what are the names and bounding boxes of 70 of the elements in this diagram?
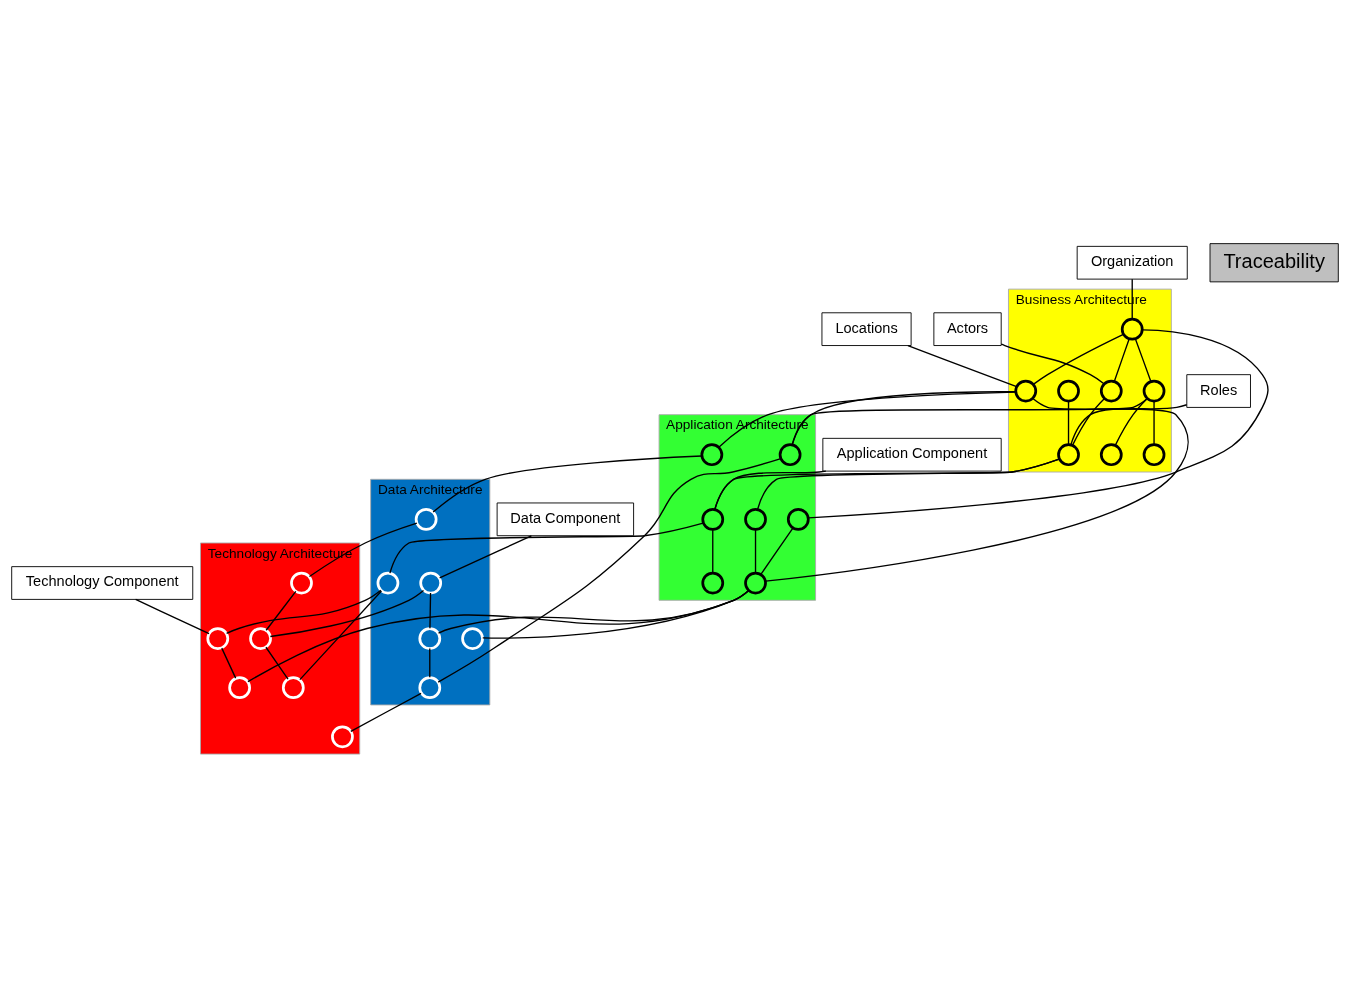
node-box: Organization [1076, 245, 1188, 280]
connector [389, 521, 704, 574]
cluster: Technology Architecture [200, 542, 361, 755]
node-circle [700, 442, 724, 466]
connector [225, 589, 382, 634]
node-box: Roles [1186, 373, 1251, 408]
node-circle [206, 626, 230, 650]
connector [712, 528, 714, 574]
connector [429, 647, 431, 678]
node-circle [1057, 442, 1080, 466]
node-circle [281, 675, 305, 699]
node-circle [1120, 317, 1144, 341]
connector [247, 589, 750, 682]
connector [1113, 337, 1130, 382]
connector [429, 591, 432, 629]
node-circle [1099, 379, 1123, 402]
node-circle [1099, 442, 1123, 466]
node-circle [249, 626, 272, 650]
connector [907, 344, 1018, 387]
node-box: Data Component [496, 502, 635, 536]
node-box: Technology Component [11, 565, 194, 600]
node-box: Locations [821, 311, 912, 346]
connector [1071, 397, 1105, 446]
node-circle [1142, 442, 1166, 466]
node-box: Application Component [822, 437, 1002, 472]
connector [718, 391, 1017, 448]
node-circle [1142, 379, 1166, 402]
connector [265, 646, 289, 680]
connector [1000, 343, 1105, 384]
node-circle [778, 442, 802, 466]
connector [1153, 399, 1155, 445]
connector [754, 528, 757, 574]
node-circle [461, 626, 484, 650]
connector [350, 692, 422, 732]
node-box: Traceability [1209, 242, 1339, 282]
node-circle [701, 507, 725, 531]
connector [221, 646, 237, 679]
node-circle [228, 675, 251, 699]
connector [265, 590, 297, 631]
node-circle [1014, 379, 1038, 402]
connector [760, 526, 794, 575]
connector [437, 457, 782, 683]
node-circle [419, 571, 443, 594]
node-circle [376, 571, 400, 594]
connector [432, 454, 703, 513]
connector [1070, 403, 1188, 446]
node-circle [331, 724, 354, 748]
node-box: Actors [933, 311, 1002, 346]
node-circle [418, 626, 442, 650]
connector [791, 397, 1148, 446]
connector [299, 589, 383, 680]
connector [439, 534, 533, 579]
node-circle [290, 571, 313, 594]
connector [269, 589, 425, 637]
connector [1033, 333, 1125, 385]
node-circle [418, 675, 442, 699]
connector [1067, 399, 1070, 445]
connector [308, 521, 418, 577]
connector [714, 469, 827, 510]
connector [764, 397, 1189, 582]
connector [437, 589, 750, 634]
node-circle [744, 507, 767, 531]
connector [807, 328, 1269, 519]
node-circle [1057, 379, 1080, 402]
node-circle [414, 507, 438, 531]
connector [1134, 337, 1152, 382]
connector [134, 598, 210, 634]
node-circle [744, 571, 767, 594]
node-circle [701, 571, 725, 594]
node-circle [786, 507, 810, 531]
